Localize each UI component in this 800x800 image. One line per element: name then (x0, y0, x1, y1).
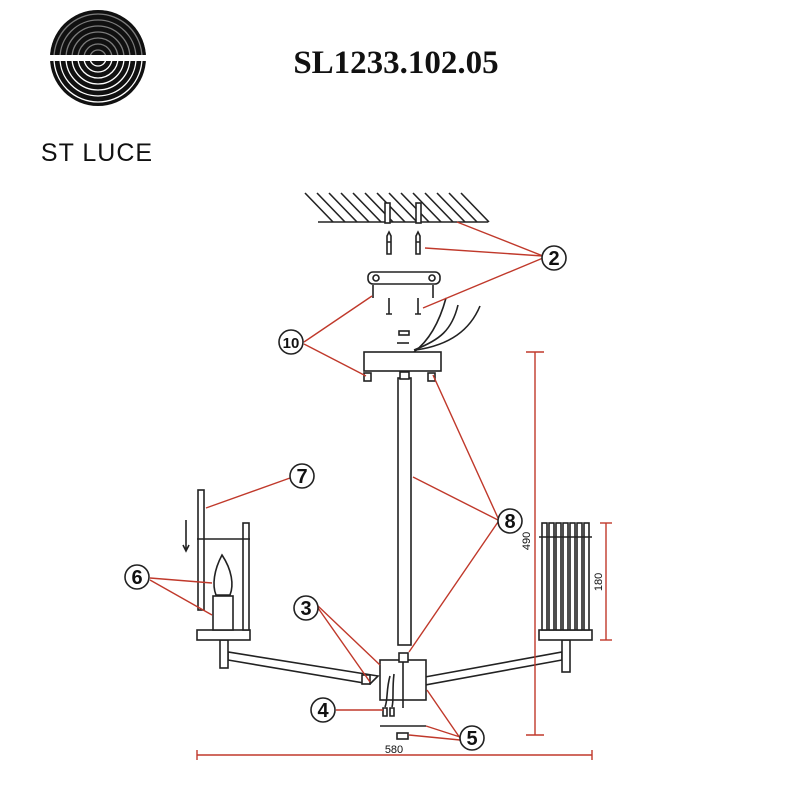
glass-rod (583, 522, 590, 631)
svg-text:7: 7 (296, 466, 307, 488)
glass-rod (548, 522, 555, 631)
model-number: SL1233.102.05 (293, 45, 498, 81)
svg-text:3: 3 (300, 598, 311, 620)
callout-6: 6 (124, 564, 150, 590)
callout-8: 8 (497, 508, 523, 534)
glass-rod (562, 522, 569, 631)
glass-rod (569, 522, 576, 631)
stem-rod (397, 377, 412, 646)
central-body (379, 652, 427, 740)
callout-7: 7 (289, 463, 315, 489)
svg-text:8: 8 (504, 511, 515, 533)
right-shade (538, 522, 593, 641)
svg-text:10: 10 (283, 335, 300, 352)
height-label: 490 (521, 532, 533, 550)
glass-rod (541, 522, 548, 631)
svg-text:6: 6 (131, 567, 142, 589)
shade-height-label: 180 (593, 573, 605, 591)
callout-4: 4 (310, 697, 336, 723)
width-label: 580 (385, 744, 403, 756)
left-shade (182, 489, 251, 641)
left-arm (219, 639, 380, 685)
brand-name: ST LUCE (41, 139, 153, 167)
callout-5: 5 (459, 725, 485, 751)
svg-text:5: 5 (466, 728, 477, 750)
wires (397, 297, 481, 353)
dimension-height: 490 (521, 351, 544, 736)
st-luce-logo: ST LUCE (41, 10, 153, 167)
glass-rod (576, 522, 583, 631)
ceiling (304, 192, 490, 224)
svg-text:4: 4 (317, 700, 329, 722)
callout-3: 3 (293, 595, 319, 621)
leader-lines (149, 221, 544, 741)
dimension-shade-height: 180 (593, 522, 612, 641)
right-arm (424, 639, 571, 686)
canopy (363, 351, 442, 372)
callout-2: 2 (541, 245, 567, 271)
glass-rod (555, 522, 562, 631)
wall-anchors (386, 230, 421, 255)
mounting-bracket (367, 271, 441, 298)
dimension-width: 580 (196, 744, 593, 760)
svg-text:2: 2 (548, 248, 559, 270)
screws (386, 298, 421, 315)
callout-10: 10 (278, 329, 304, 355)
canopy-screws (363, 372, 436, 382)
